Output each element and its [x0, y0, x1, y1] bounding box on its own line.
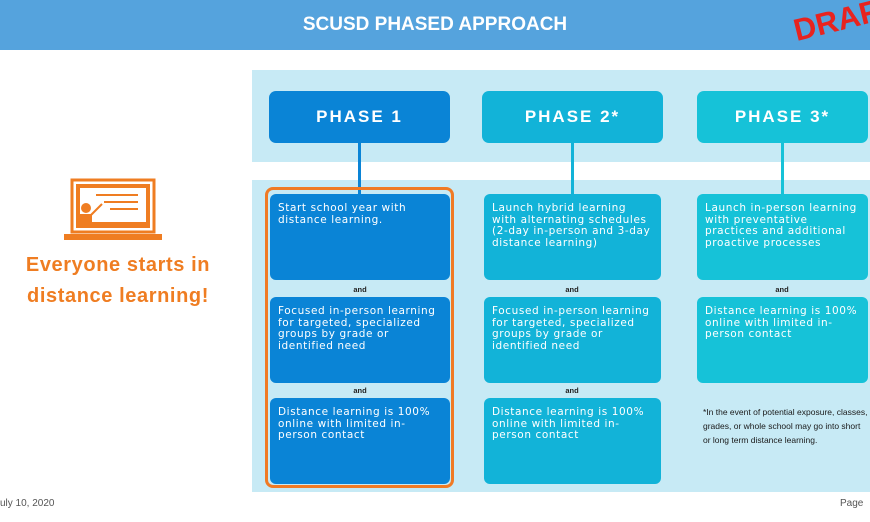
phase-3-footnote: *In the event of potential exposure, cla…: [703, 407, 868, 445]
and-label: and: [565, 386, 579, 395]
footer-page-label: Page: [840, 498, 864, 509]
page-title: SCUSD PHASED APPROACH: [302, 14, 568, 35]
phase-2-connector-line: [571, 143, 574, 196]
teacher-at-board-icon: [64, 178, 162, 240]
and-label: and: [353, 386, 367, 395]
everyone-starts-message: Everyone starts in distance learning!: [25, 254, 211, 307]
header-bar: SCUSD PHASED APPROACH: [0, 0, 870, 50]
phase-2-box-focused-in-person: Focused in-person learning for targeted,…: [484, 297, 661, 383]
and-label: and: [353, 285, 367, 294]
phase-3-box-launch-in-person: Launch in-person learning with preventat…: [697, 194, 868, 280]
phase-3-box-distance-online: Distance learning is 100% online with li…: [697, 297, 868, 383]
phase-2-header: PHASE 2*: [482, 91, 663, 143]
footer-date: uly 10, 2020: [0, 498, 55, 509]
and-label: and: [775, 285, 789, 294]
phase-2-box-hybrid: Launch hybrid learning with alternating …: [484, 194, 661, 280]
phase-1-connector-line: [358, 143, 361, 196]
phase-1-header: PHASE 1: [269, 91, 450, 143]
phase-1-box-start-distance: Start school year with distance learning…: [270, 194, 450, 280]
phase-1-box-focused-in-person: Focused in-person learning for targeted,…: [270, 297, 450, 383]
and-label: and: [565, 285, 579, 294]
phase-2-box-distance-online: Distance learning is 100% online with li…: [484, 398, 661, 484]
phase-3-header: PHASE 3*: [697, 91, 868, 143]
phase-1-box-distance-online: Distance learning is 100% online with li…: [270, 398, 450, 484]
phase-1-highlight-outline: [265, 187, 454, 488]
phase-3-connector-line: [781, 143, 784, 196]
